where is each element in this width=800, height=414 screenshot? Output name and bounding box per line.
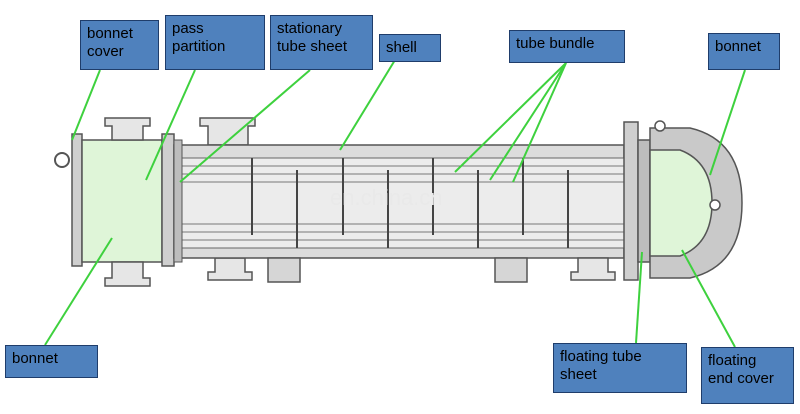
leader-bonnet-right bbox=[709, 69, 746, 176]
floating-bonnet bbox=[649, 149, 713, 257]
label-bonnet-cover: bonnet cover bbox=[80, 20, 159, 70]
label-bonnet-right: bonnet bbox=[708, 33, 780, 70]
left-bonnet-flange bbox=[161, 133, 175, 267]
leader-shell bbox=[339, 59, 396, 151]
stationary-tube-sheet bbox=[173, 139, 183, 263]
leader-floating-end-cover bbox=[681, 249, 736, 348]
label-floating-end-cover: floating end cover bbox=[701, 347, 794, 404]
right-top-lug bbox=[654, 120, 666, 132]
left-support bbox=[267, 257, 301, 283]
leader-tube-bundle-2 bbox=[489, 62, 567, 181]
tubes bbox=[180, 165, 660, 241]
right-bottom-nozzle bbox=[570, 257, 616, 281]
label-shell: shell bbox=[379, 34, 441, 62]
right-bottom-lug bbox=[709, 199, 721, 211]
leader-stationary-tube-sheet bbox=[179, 69, 311, 183]
left-lifting-lug bbox=[54, 152, 70, 168]
left-cover-plate bbox=[71, 133, 83, 267]
top-left-nozzle bbox=[104, 117, 151, 141]
label-stationary-tube-sheet: stationary tube sheet bbox=[270, 15, 373, 70]
bottom-shell-nozzle bbox=[207, 257, 253, 281]
leader-bonnet-cover bbox=[71, 69, 101, 141]
bottom-left-nozzle bbox=[104, 261, 151, 287]
watermark: en.china.cn bbox=[330, 185, 443, 210]
leader-floating-tube-sheet bbox=[635, 251, 643, 344]
baffles bbox=[251, 158, 569, 248]
floating-tube-sheet bbox=[637, 139, 651, 263]
label-pass-partition: pass partition bbox=[165, 15, 265, 70]
leader-pass-partition bbox=[145, 69, 196, 181]
label-floating-tube-sheet: floating tube sheet bbox=[553, 343, 687, 393]
label-bonnet-left: bonnet bbox=[5, 345, 98, 378]
shell-flange-right bbox=[623, 121, 639, 281]
leader-tube-bundle-3 bbox=[512, 62, 567, 183]
leader-tube-bundle-1 bbox=[454, 62, 567, 173]
leader-lines bbox=[44, 59, 746, 348]
leader-bonnet-left bbox=[44, 237, 113, 346]
right-support bbox=[494, 257, 528, 283]
left-bonnet bbox=[81, 139, 163, 263]
label-tube-bundle: tube bundle bbox=[509, 30, 625, 63]
